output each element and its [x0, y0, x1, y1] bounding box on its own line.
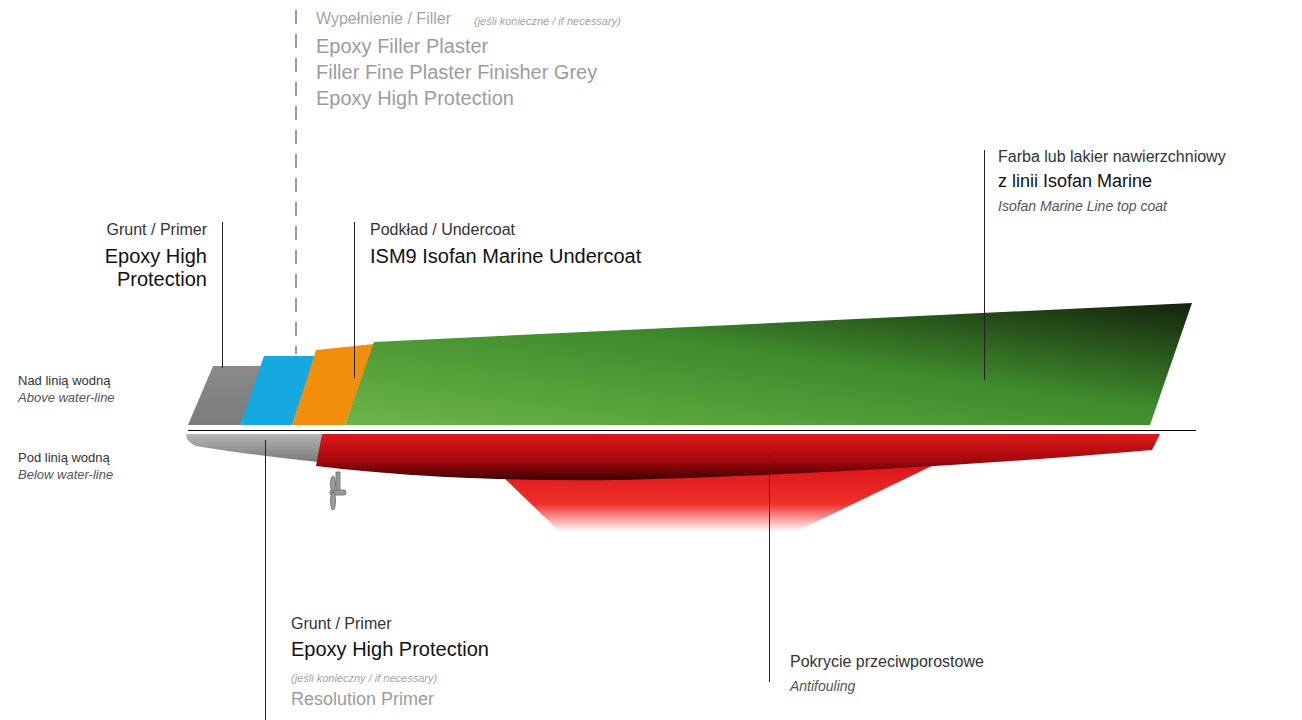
leader-line — [265, 440, 266, 720]
label-text: Below water-line — [18, 468, 113, 483]
label-text: (jeśli konieczny / if necessary) — [291, 672, 437, 685]
leader-line — [222, 222, 223, 368]
label-text: Nad linią wodną — [18, 374, 111, 389]
label-text: (jeśli konieczne / if necessary) — [474, 15, 621, 28]
label-text: Epoxy High Protection — [57, 245, 207, 291]
filler-marker — [296, 10, 297, 354]
label-text: Grunt / Primer — [107, 221, 207, 239]
antifouling-layer — [316, 434, 1160, 480]
label-text: Epoxy High Protection — [291, 638, 489, 661]
propeller — [330, 472, 346, 510]
label-text: Antifouling — [790, 678, 855, 694]
label-text: Epoxy High Protection — [316, 87, 514, 110]
leader-line — [354, 222, 355, 378]
label-text: Pod linią wodną — [18, 451, 110, 466]
label-text: Wypełnienie / Filler — [316, 10, 451, 28]
water-line — [188, 430, 1196, 431]
leader-line — [984, 150, 985, 380]
label-text: ISM9 Isofan Marine Undercoat — [370, 245, 641, 268]
label-text: Epoxy Filler Plaster — [316, 35, 488, 58]
primer-underwater — [186, 434, 322, 462]
label-text: Farba lub lakier nawierzchniowy — [998, 148, 1226, 166]
leader-line — [769, 454, 770, 682]
leader-lines — [223, 150, 985, 720]
label-text: z linii Isofan Marine — [998, 171, 1152, 192]
topcoat-layer — [345, 303, 1192, 425]
label-text: Pokrycie przeciwporostowe — [790, 653, 984, 671]
label-text: Grunt / Primer — [291, 615, 391, 633]
label-text: Above water-line — [18, 391, 115, 406]
label-text: Podkład / Undercoat — [370, 221, 515, 239]
label-text: Isofan Marine Line top coat — [998, 198, 1167, 214]
label-text: Resolution Primer — [291, 689, 434, 710]
label-text: Filler Fine Plaster Finisher Grey — [316, 61, 597, 84]
